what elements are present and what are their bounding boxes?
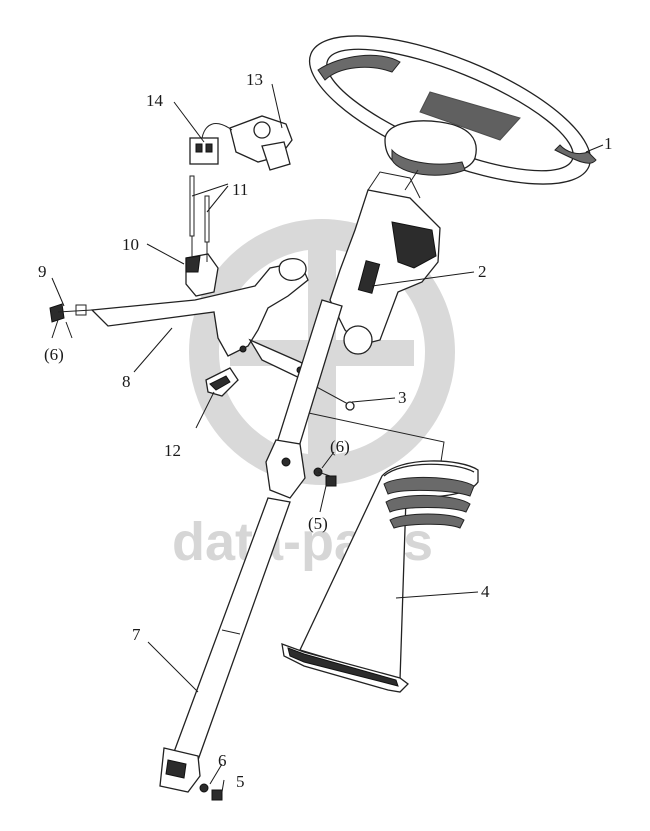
washer-icon	[313, 467, 331, 477]
rubber-boot-icon	[281, 460, 479, 693]
pin-icon	[189, 175, 210, 262]
connector-icon	[189, 123, 233, 165]
callout-14: 14	[146, 91, 164, 110]
callout-11: 11	[232, 180, 248, 199]
nut-icon	[211, 789, 223, 801]
callout-2: 2	[478, 262, 487, 281]
callout-13: 13	[246, 70, 263, 89]
callout-8: 8	[122, 372, 131, 391]
callout-6-parenthesized-bracket: (6)	[44, 345, 64, 364]
support-icon	[185, 253, 219, 297]
column-housing-icon	[329, 169, 441, 355]
callout-10: 10	[122, 235, 139, 254]
ignition-switch-icon	[229, 115, 293, 171]
clip-icon	[205, 367, 239, 397]
steering-wheel-icon	[308, 35, 597, 185]
callout-4: 4	[481, 582, 490, 601]
callout-6-parenthesized-shaft: (6)	[330, 437, 350, 456]
callout-3: 3	[398, 388, 407, 407]
leader-lines	[51, 83, 604, 793]
washer-icon	[199, 783, 209, 793]
steering-shaft-icon	[159, 299, 343, 793]
callout-12: 12	[164, 441, 181, 460]
bolt-icon	[49, 303, 93, 323]
nut-icon	[325, 475, 337, 487]
callout-labels: 1 2 3 4 (5) 5 (6) (6) 6 7 8 9 10 11 12 1…	[38, 70, 613, 791]
callout-5-parenthesized: (5)	[308, 514, 328, 533]
callout-7: 7	[132, 625, 141, 644]
callout-5: 5	[236, 772, 245, 791]
callout-1: 1	[604, 134, 613, 153]
callout-9: 9	[38, 262, 47, 281]
callout-6: 6	[218, 751, 227, 770]
dash-plate	[303, 411, 445, 469]
